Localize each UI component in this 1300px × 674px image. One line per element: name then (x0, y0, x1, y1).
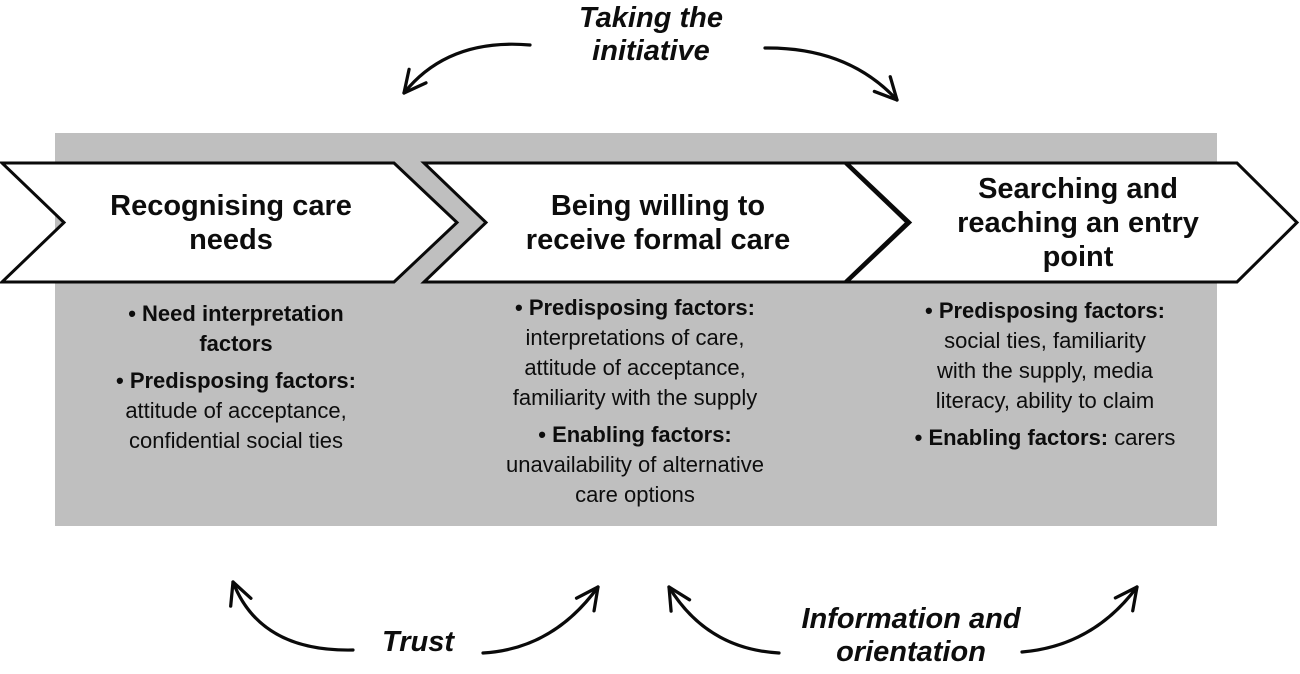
bullet-item: • Enabling factors: unavailability of alt… (468, 420, 802, 510)
bullet-item: • Predisposing factors: interpretations o… (468, 293, 802, 413)
stage-3-bullets: • Predisposing factors: social ties, fami… (878, 296, 1212, 460)
bullet-line: • Predisposing factors: (925, 298, 1165, 323)
label-taking-initiative: Taking the initiative (579, 2, 723, 67)
bullet-item: • Predisposing factors: attitude of accep… (76, 366, 396, 456)
arrow-taking-initiative-right-icon (763, 46, 899, 102)
arrow-information-right-icon (1020, 585, 1139, 654)
bullet-line: • Enabling factors: (538, 422, 732, 447)
bullet-item: • Predisposing factors: social ties, fami… (878, 296, 1212, 416)
bullet-line: familiarity with the supply (512, 385, 758, 410)
stage-1-title: Recognising care needs (110, 189, 352, 256)
bullet-item: • Enabling factors: carers (878, 423, 1212, 453)
arrow-taking-initiative-left-icon (402, 42, 532, 95)
bullet-line: • Need interpretation (128, 301, 344, 326)
arrow-trust-left-icon (229, 580, 355, 652)
bullet-line: literacy, ability to claim (935, 388, 1155, 413)
stage-2-title: Being willing to receive formal care (525, 189, 791, 256)
bullet-line: • Predisposing factors: (515, 295, 755, 320)
stage-2-bullets: • Predisposing factors: interpretations o… (468, 293, 802, 517)
chevron-stage-1 (0, 161, 460, 284)
label-information-orientation: Information and orientation (801, 603, 1021, 668)
bullet-line: attitude of acceptance, (524, 355, 746, 380)
bullet-line: confidential social ties (128, 428, 343, 453)
bullet-line: unavailability of alternative (505, 452, 765, 477)
bullet-item: • Need interpretation factors (76, 299, 396, 359)
bullet-line: interpretations of care, (525, 325, 745, 350)
bullet-line: • Predisposing factors: (116, 368, 356, 393)
bullet-line: with the supply, media (936, 358, 1154, 383)
arrow-information-left-icon (667, 585, 781, 655)
bullet-line: attitude of acceptance, (125, 398, 347, 423)
bullet-line: care options (575, 482, 695, 507)
arrow-trust-right-icon (481, 585, 600, 655)
chevron-stage-3 (843, 161, 1300, 284)
label-trust: Trust (382, 626, 454, 658)
bullet-line: social ties, familiarity (944, 328, 1146, 353)
stage-3-title: Searching and reaching an entry point (957, 172, 1199, 273)
bullet-line: • Enabling factors: carers (914, 425, 1176, 450)
stage-1-bullets: • Need interpretation factors • Predisposi… (76, 299, 396, 463)
bullet-line: factors (199, 331, 273, 356)
